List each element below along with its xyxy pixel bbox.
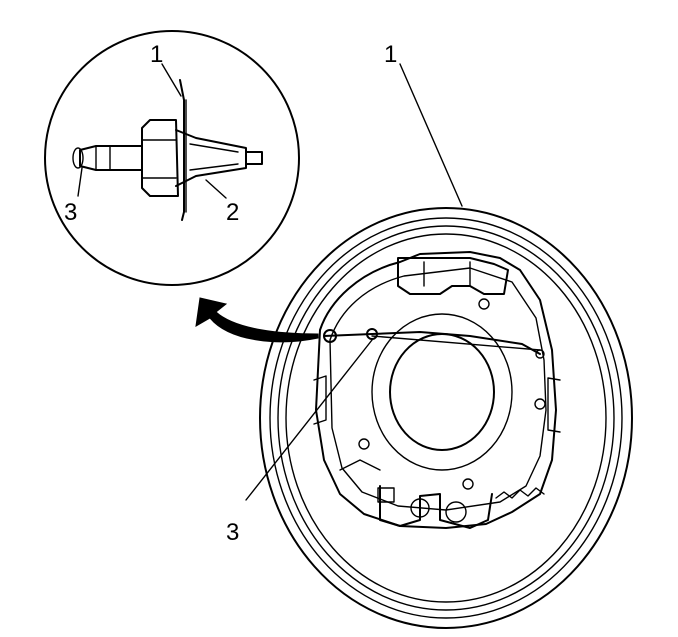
adjuster-assembly [379,485,493,529]
cable-retainer-hole [323,329,337,343]
callout-detail-end: 3 [64,199,77,226]
detail-inset-circle [44,30,300,286]
adjuster-wheel [410,498,430,518]
cable-guide [366,328,378,340]
detail-cable-tip [245,151,263,165]
brake-shoe-outline [315,251,557,529]
callout-main-backing-plate: 1 [384,41,397,68]
shoe-hold-down [339,459,381,471]
hub-ring [371,313,513,471]
brake-shoe-inner [329,267,547,511]
anchor-block [397,257,509,295]
callout-detail-clip: 2 [226,199,239,226]
detail-nut-edges [141,139,177,179]
anchor-block-detail [423,261,471,287]
parking-cable-lower [371,335,541,351]
shoe-pin-left [358,438,370,450]
backing-plate-ring-2 [277,225,615,611]
backing-plate-outer [259,207,633,629]
backing-plate-ring-3 [285,233,607,603]
adjuster-block [377,487,395,503]
detail-cable-ferrule [95,145,111,171]
detail-clip-prongs [189,143,239,171]
hub-opening [389,333,495,451]
detail-cable-end [79,145,143,171]
callout-detail-cable: 1 [150,41,163,68]
leader-detail-end [77,167,83,197]
adjuster-pin [535,349,545,359]
curved-arrow [195,297,319,343]
parking-cable [323,331,541,355]
shoe-pin-top [478,298,490,310]
shoe-pin-bottom [462,478,474,490]
drum-brake-assembly [259,207,633,629]
callout-main-cable: 3 [226,519,239,546]
leader-main-cable [245,339,373,501]
backing-plate-ring-1 [269,217,623,619]
shoe-pin-right [534,398,546,410]
leader-main-backing-plate [399,63,463,207]
leader-detail-cable [161,63,182,97]
detail-clip [175,129,247,187]
detail-inset [44,30,300,286]
detail-cable-cut [72,147,84,169]
return-spring [495,487,545,499]
leader-detail-clip [205,179,227,199]
detail-nut [141,119,179,197]
adjuster-nut [445,501,467,523]
wheel-cylinder-right [547,377,561,433]
detail-plate-line [179,79,185,221]
